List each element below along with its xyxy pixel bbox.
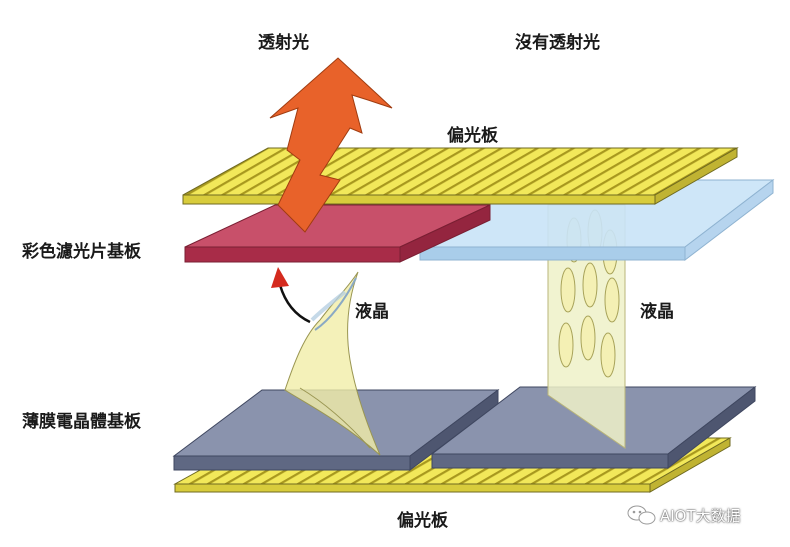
top-polarizer (182, 147, 739, 205)
transmitted-light-arrow (269, 57, 393, 233)
label-no-transmitted-light: 沒有透射光 (515, 33, 600, 53)
label-liquid-crystal-right: 液晶 (640, 302, 674, 322)
label-tft-substrate: 薄膜電晶體基板 (22, 412, 141, 432)
rotation-arrow (271, 267, 311, 324)
twisted-liquid-crystal (284, 271, 381, 456)
label-polarizer-top: 偏光板 (447, 126, 498, 146)
watermark-text: AIOT大数据 (660, 507, 741, 525)
wechat-icon (627, 505, 656, 525)
color-filter-substrate (184, 204, 491, 263)
label-color-filter-substrate: 彩色濾光片基板 (22, 242, 141, 262)
label-transmitted-light: 透射光 (258, 33, 309, 53)
label-liquid-crystal-left: 液晶 (355, 302, 389, 322)
label-polarizer-bottom: 偏光板 (397, 511, 448, 531)
tft-substrate-left (172, 389, 500, 471)
